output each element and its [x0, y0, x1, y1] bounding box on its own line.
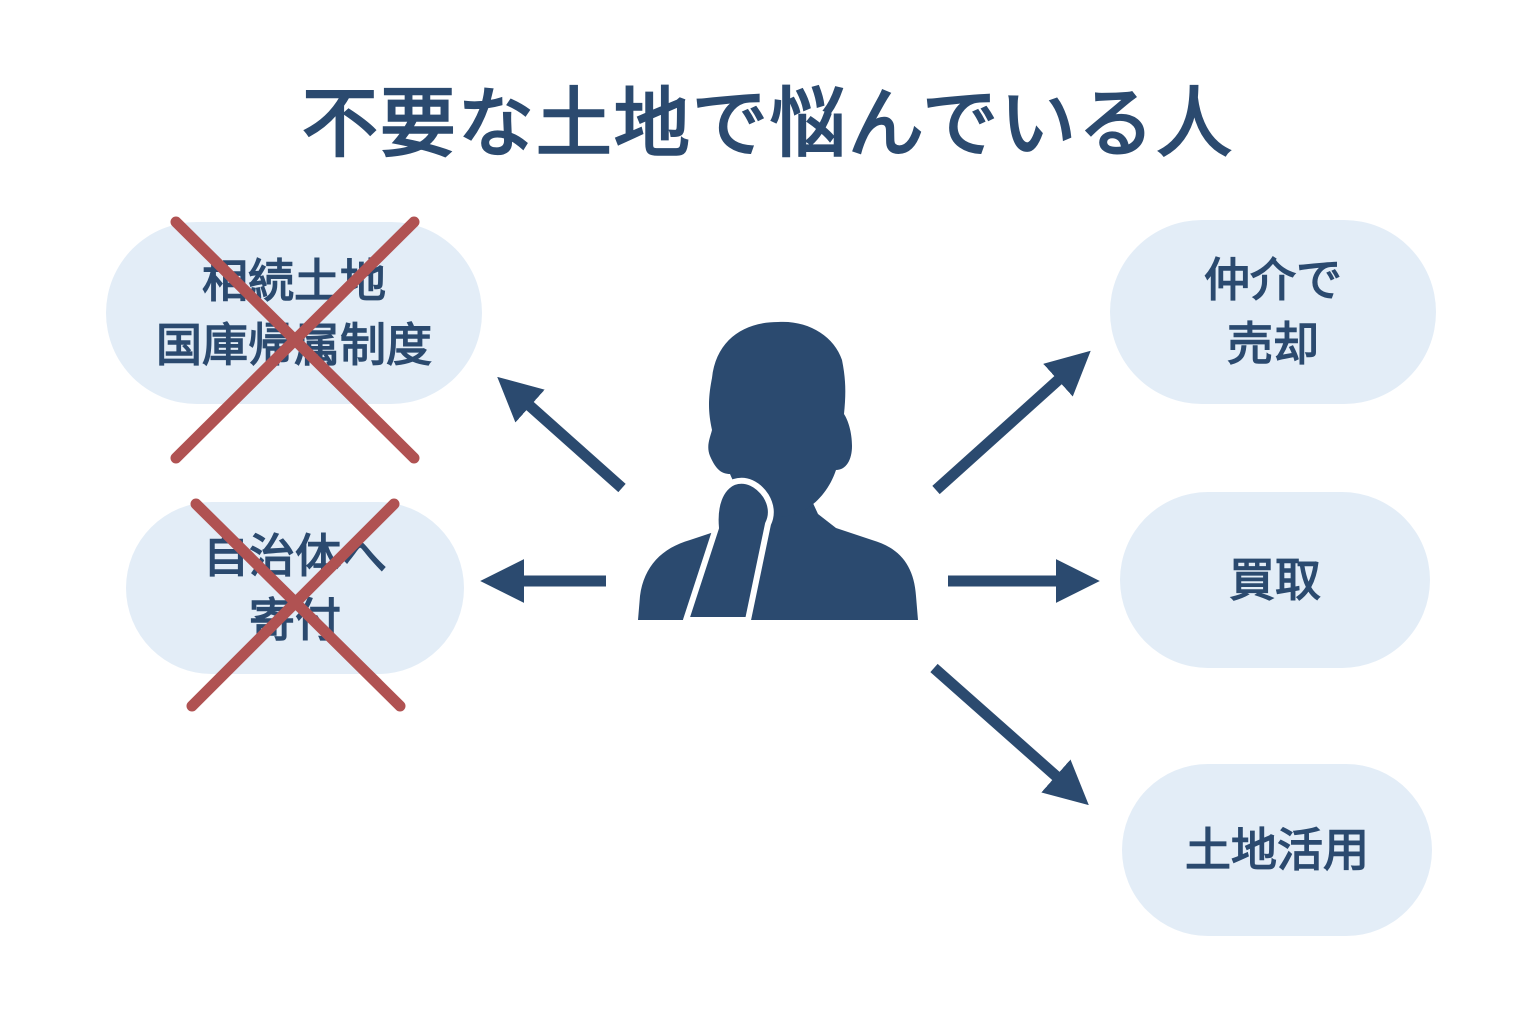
arrow-to-national-treasury [512, 390, 622, 488]
arrow-to-land-use [934, 668, 1074, 792]
cross-mark-icon [192, 504, 400, 706]
cross-mark-icon [176, 222, 414, 458]
arrow-to-brokerage-sale [936, 364, 1076, 490]
worried-person-icon [638, 322, 918, 620]
